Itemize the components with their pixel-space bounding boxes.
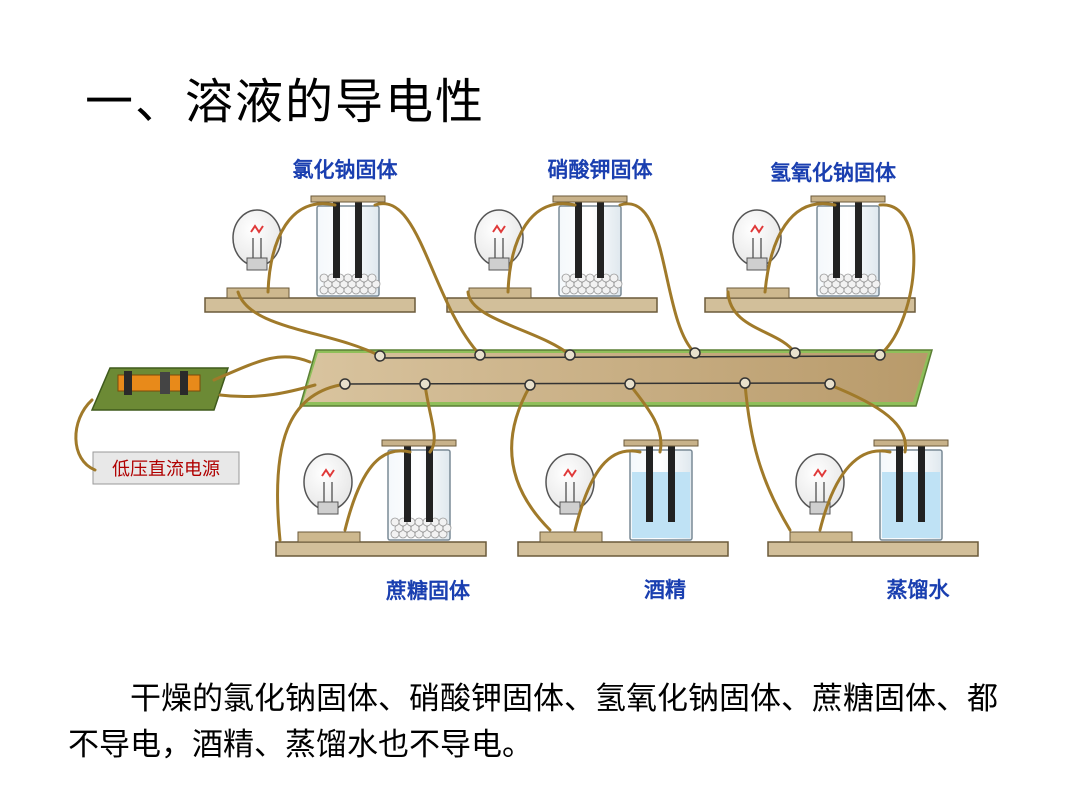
liquid <box>882 472 940 538</box>
beaker <box>623 439 699 541</box>
beaker-lid <box>810 195 886 203</box>
solid-granules <box>819 273 881 295</box>
electrode <box>668 442 675 522</box>
beaker <box>810 195 886 297</box>
bulb-stand <box>468 287 532 299</box>
beaker <box>310 195 386 297</box>
electrode <box>597 198 604 278</box>
electrode <box>333 198 340 278</box>
terminal-screw <box>824 378 836 390</box>
power-supply <box>90 367 230 411</box>
bulb-filament <box>813 468 827 478</box>
terminal-screw <box>689 347 701 359</box>
setup-5 <box>517 439 729 557</box>
wires <box>74 202 916 542</box>
beaker-lid <box>381 439 457 447</box>
bulb-socket <box>317 501 339 515</box>
bulb-filament <box>492 224 506 234</box>
setup-label: 蒸馏水 <box>887 578 951 602</box>
electrode <box>404 442 411 522</box>
terminal-screw <box>524 379 536 391</box>
electrode <box>575 198 582 278</box>
electrode <box>355 198 362 278</box>
beaker <box>552 195 628 297</box>
setups-layer <box>204 195 979 557</box>
terminal-screw <box>789 347 801 359</box>
electrode <box>833 198 840 278</box>
bulb-filament <box>563 468 577 478</box>
description-text: 干燥的氯化钠固体、硝酸钾固体、氢氧化钠固体、蔗糖固体、都不导电，酒精、蒸馏水也不… <box>68 681 998 763</box>
beaker <box>381 439 457 541</box>
setup-2 <box>446 195 658 313</box>
bulb-filament <box>250 224 264 234</box>
setup-label: 硝酸钾固体 <box>548 158 654 182</box>
terminal-screw <box>374 350 386 362</box>
bulb-stand <box>539 531 603 543</box>
bulb-stand <box>789 531 853 543</box>
terminal-screw <box>874 349 886 361</box>
bulb-filament <box>750 224 764 234</box>
solid-granules <box>390 517 452 539</box>
setup-label: 蔗糖固体 <box>385 579 471 603</box>
electrode <box>646 442 653 522</box>
page-title: 一、溶液的导电性 <box>85 74 486 130</box>
solid-granules <box>561 273 623 295</box>
terminal-screw <box>564 349 576 361</box>
bulb-socket <box>488 257 510 271</box>
terminal-screw <box>339 378 351 390</box>
electrode <box>426 442 433 522</box>
bulb-stand <box>726 287 790 299</box>
base-board <box>275 541 487 557</box>
beaker-lid <box>552 195 628 203</box>
electrode <box>896 442 903 522</box>
setup-1 <box>204 195 416 313</box>
electrode <box>918 442 925 522</box>
electrode <box>855 198 862 278</box>
terminal-screw <box>474 349 486 361</box>
setup-label: 酒精 <box>644 578 686 602</box>
terminals <box>339 347 886 391</box>
beaker-lid <box>873 439 949 447</box>
base-board <box>517 541 729 557</box>
bulb-socket <box>559 501 581 515</box>
base-board <box>767 541 979 557</box>
setup-label: 氯化钠固体 <box>293 158 399 182</box>
bulb-filament <box>321 468 335 478</box>
bulb-socket <box>746 257 768 271</box>
setup-4 <box>275 439 487 557</box>
terminal-screw <box>624 378 636 390</box>
bulb-stand <box>226 287 290 299</box>
beaker <box>873 439 949 541</box>
terminal-screw <box>739 377 751 389</box>
connection-board <box>299 349 933 407</box>
base-board <box>704 297 916 313</box>
setup-6 <box>767 439 979 557</box>
solid-granules <box>319 273 381 295</box>
bulb-stand <box>297 531 361 543</box>
setup-3 <box>704 195 916 313</box>
power-source-label: 低压直流电源 <box>112 459 220 480</box>
liquid <box>632 472 690 538</box>
beaker-lid <box>310 195 386 203</box>
terminal-screw <box>419 378 431 390</box>
conductivity-experiment-diagram: 低压直流电源 氯化钠固体硝酸钾固体氢氧化钠固体蔗糖固体酒精蒸 <box>74 158 979 603</box>
power-label-box <box>92 451 240 485</box>
base-board <box>204 297 416 313</box>
bulb-socket <box>246 257 268 271</box>
setup-label: 氢氧化钠固体 <box>770 161 897 185</box>
